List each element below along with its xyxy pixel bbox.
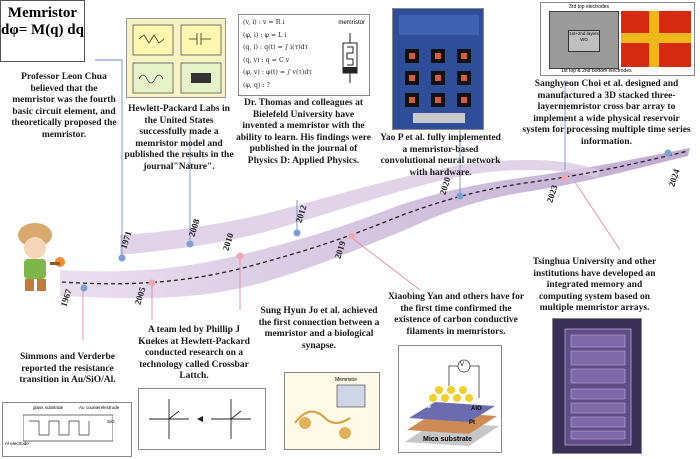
event-kuekes-text: A team led by Phillip J Kuekes at Hewlet… bbox=[138, 325, 250, 382]
timeline-nodes bbox=[80, 149, 672, 292]
choi-bottom-label: 1st top & 2nd bottom electrodes bbox=[561, 68, 632, 74]
yan-pt-label: Pt bbox=[469, 420, 475, 426]
event-jo-text: Sung Hyun Jo et al. achieved the first c… bbox=[258, 306, 380, 351]
node-2008 bbox=[186, 240, 194, 248]
event-chua-text: Professor Leon Chua believed that the me… bbox=[11, 72, 117, 140]
memristor-label: memristor bbox=[338, 20, 365, 26]
simmons-figure: glass substrate Au counterelectrode SiO … bbox=[2, 402, 132, 457]
kuekes-circuit-figure bbox=[138, 388, 266, 450]
event-choi-text: Sanghyeon Choi et al. designed and manuf… bbox=[522, 79, 691, 147]
simmons-al-label: Al electrode bbox=[5, 441, 29, 446]
node-1971 bbox=[118, 254, 126, 262]
event-hp-text: Hewlett-Packard Labs in the United State… bbox=[124, 104, 234, 172]
equations-figure: (v, i) : v = R i (φ, i) : φ = L i (q, i)… bbox=[238, 14, 370, 96]
leader-lines-bottom bbox=[82, 181, 621, 340]
event-tsinghua-text: Tsinghua University and other institutio… bbox=[532, 257, 657, 314]
equation-5: (φ, v) : φ(t) = ∫ v(τ)dτ bbox=[243, 69, 312, 77]
event-yan-text: Xiaobing Yan and others have for the fir… bbox=[387, 292, 525, 337]
yao-board-figure bbox=[392, 8, 484, 130]
choi-chip-gray: 1st+2nd layers WO bbox=[549, 11, 619, 69]
event-yao-text: Yao P et al. fully implemented a memrist… bbox=[380, 133, 501, 178]
yan-mica-label: Mica substrate bbox=[423, 436, 473, 443]
yan-graphene-label: Graphene bbox=[403, 404, 432, 410]
hp-circuit-figure bbox=[126, 18, 226, 98]
timeline-band bbox=[60, 148, 690, 299]
equation-list: (v, i) : v = R i (φ, i) : φ = L i (q, i)… bbox=[243, 17, 312, 93]
equation-1: (v, i) : v = R i bbox=[243, 19, 285, 26]
yan-v-label: V bbox=[460, 362, 465, 368]
yan-device-figure: V Graphene AlO Pt Mica substrate bbox=[398, 345, 502, 453]
choi-layers-label: 1st+2nd layers WO bbox=[568, 30, 600, 52]
timeline-band-upper bbox=[120, 160, 600, 255]
tsinghua-chip-figure bbox=[552, 318, 642, 454]
child-illustration bbox=[18, 223, 65, 291]
choi-chip-red bbox=[621, 11, 691, 67]
jo-synapse-figure: Memristor bbox=[284, 372, 380, 450]
title-equation: dφ= M(q) dq bbox=[1, 22, 84, 38]
node-2024 bbox=[664, 149, 672, 157]
node-2019 bbox=[348, 232, 356, 240]
node-2010 bbox=[236, 252, 244, 260]
simmons-glass-label: glass substrate bbox=[33, 405, 64, 410]
choi-crossbar-figure: 3rd top electrodes 1st+2nd layers WO 1st… bbox=[540, 2, 695, 76]
event-thomas-text: Dr. Thomas and colleagues at Bielefeld U… bbox=[236, 98, 371, 166]
title-memristor: Memristor bbox=[7, 5, 78, 21]
event-simmons-text: Simmons and Verderbe reported the resist… bbox=[19, 352, 116, 386]
title-box: Memristor dφ= M(q) dq bbox=[0, 0, 85, 62]
yan-alo-label: AlO bbox=[471, 406, 482, 412]
memristor-symbol bbox=[342, 33, 358, 83]
simmons-sio-label: SiO bbox=[107, 419, 115, 424]
choi-top-label: 3rd top electrodes bbox=[569, 4, 610, 10]
node-2005 bbox=[148, 279, 156, 287]
equation-6: (φ, q) : ? bbox=[243, 81, 270, 89]
simmons-au-label: Au counterelectrode bbox=[79, 405, 120, 410]
node-2012 bbox=[293, 229, 301, 237]
equation-3: (q, i) : q(t) = ∫ i(τ)dτ bbox=[243, 44, 309, 52]
jo-memristor-label: Memristor bbox=[335, 377, 358, 383]
timeline-path bbox=[61, 150, 689, 285]
equation-2: (φ, i) : φ = L i bbox=[243, 31, 287, 39]
equation-4: (q, v) : q = C v bbox=[243, 56, 290, 64]
node-1967 bbox=[80, 284, 88, 292]
node-2023 bbox=[561, 174, 569, 182]
node-2020 bbox=[456, 192, 464, 200]
